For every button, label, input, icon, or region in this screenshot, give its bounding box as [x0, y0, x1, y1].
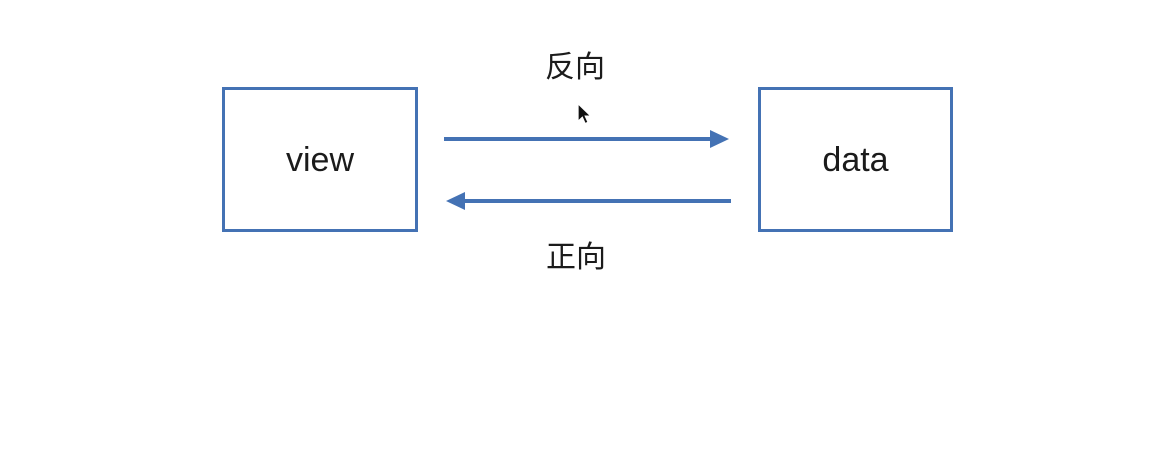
node-view-label: view [285, 140, 355, 179]
node-data: data [758, 87, 953, 232]
arrowhead-left-icon [446, 192, 465, 210]
arrowhead-right-icon [710, 130, 729, 148]
mouse-pointer-icon [577, 104, 591, 124]
arrow-data-to-view-line [463, 199, 731, 203]
node-view: view [222, 87, 418, 232]
edge-label-top: 反向 [545, 51, 605, 84]
edge-label-bottom: 正向 [546, 241, 606, 274]
node-data-label: data [822, 140, 889, 179]
arrow-view-to-data-line [444, 137, 711, 141]
